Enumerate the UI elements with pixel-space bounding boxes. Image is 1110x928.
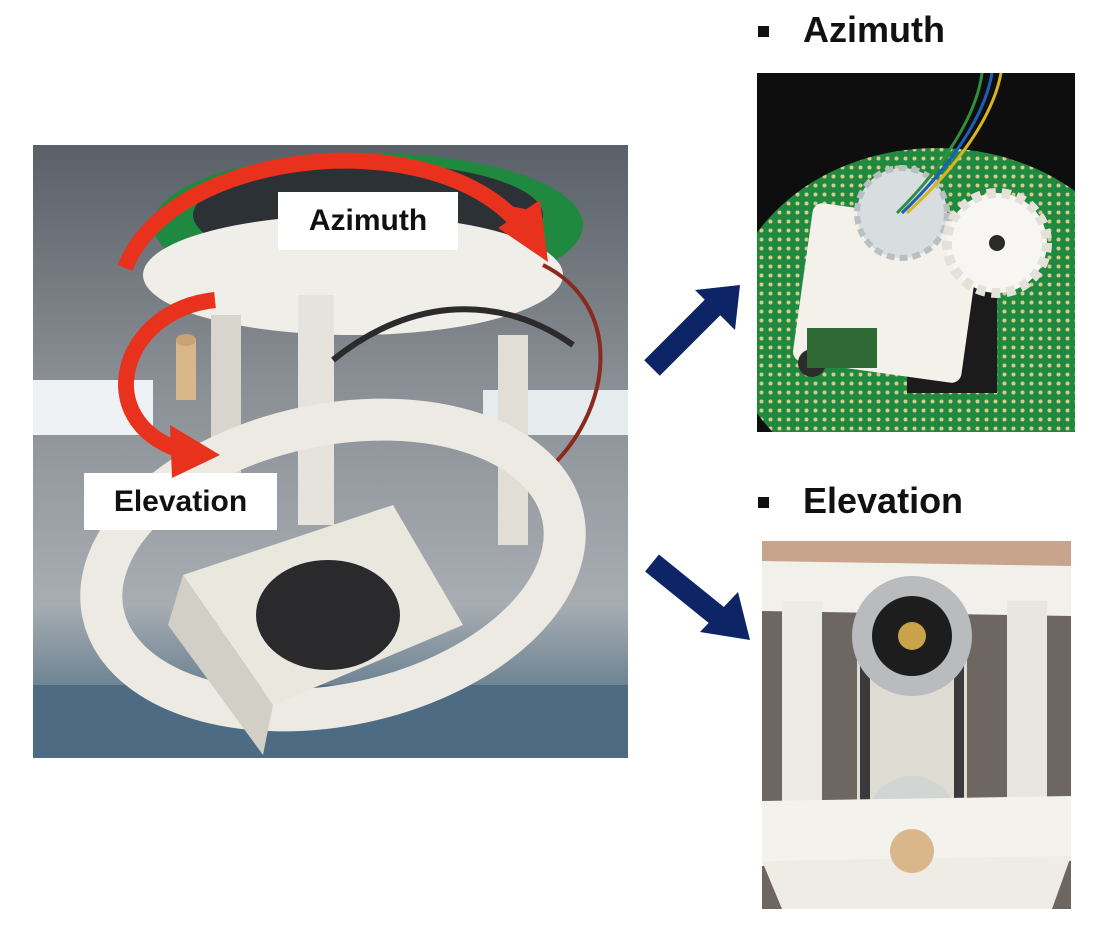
azimuth-label: Azimuth xyxy=(278,192,458,250)
arrow-to-azimuth-icon xyxy=(644,285,740,376)
bullet-icon xyxy=(758,497,769,508)
bullet-icon xyxy=(758,26,769,37)
azimuth-heading: Azimuth xyxy=(803,9,945,50)
arrow-to-elevation-icon xyxy=(645,554,750,640)
elevation-label: Elevation xyxy=(84,473,277,530)
elevation-heading: Elevation xyxy=(803,480,964,521)
elevation-belt-photo xyxy=(762,541,1071,909)
azimuth-gear-photo xyxy=(757,73,1075,432)
